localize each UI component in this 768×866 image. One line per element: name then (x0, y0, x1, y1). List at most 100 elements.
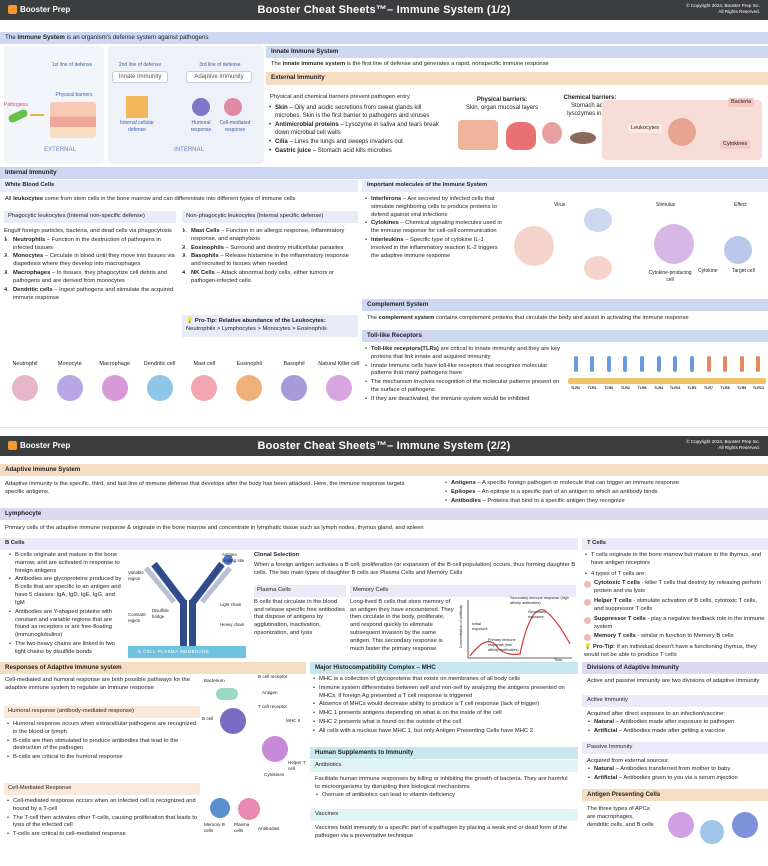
plasma-cell-image (238, 798, 260, 820)
disulfide-label: Disulfide bridge (152, 608, 169, 619)
tlr-receptor-icon (640, 356, 644, 372)
tlr-receptor-icon (573, 356, 578, 372)
lungs-image (506, 122, 536, 150)
tcell-type-term: Cytotoxic T cells (594, 580, 641, 587)
graph-primary-label: Primary immune response (low affinity an… (488, 638, 519, 653)
item-text: – Chemical signaling molecules used in t… (371, 220, 502, 235)
list-item: Toll-like receptors(TLRs) are critical t… (364, 346, 562, 362)
cell-name: Eosinophil (236, 361, 262, 367)
cell-image (56, 375, 83, 401)
divisions-header: Divisions of Adaptive Immunity (582, 662, 768, 675)
tlr-receptor-icon (590, 356, 595, 372)
cytokine-label: Cytokine (698, 268, 718, 274)
active-list: Natural – Antibodies made after exposure… (587, 719, 763, 736)
leukocyte-cell: Neutrophil (4, 361, 46, 421)
list-item: Epitopes – An epitope is a specific part… (444, 489, 764, 497)
bcells-content: B cells originate and mature in the bone… (8, 552, 126, 658)
list-item: Absence of MHCs would decrease ability t… (312, 701, 576, 709)
cell-name: Macrophage (99, 361, 130, 367)
cytokine-figure: Virus Stimulus Effect Cytokine Target ce… (508, 196, 766, 296)
internal-immunity-header: Internal Immunity (0, 167, 768, 180)
apc-figure (664, 804, 764, 858)
list-item: T-cells are critical to cell-mediated re… (6, 831, 200, 839)
tlr-label: TLR2 (571, 386, 580, 390)
response-curve (469, 609, 571, 657)
list-item: 3.Basophils – Release histamine in the i… (182, 253, 358, 269)
item-term: Artificial (594, 727, 618, 734)
cell-name: Mast cell (193, 361, 216, 367)
list-item: Interleukins – Specific type of cytokine… (364, 237, 504, 260)
item-text: – Antibodies given to you via a serum in… (617, 774, 738, 781)
tcell-type-item: Suppressor T cells - play a negative fee… (584, 616, 766, 632)
item-text: – Antibodies made after getting a vaccin… (617, 727, 725, 734)
lightbulb-icon: 💡 (186, 318, 194, 324)
wbc-text-bold: leukocytes (13, 196, 44, 202)
cell-image (281, 375, 308, 401)
antigen-binding-label: Antigen binding site (222, 552, 245, 563)
adaptive-text: Adaptive immunity is the specific, third… (5, 481, 405, 495)
non-phagocytic-content: 1.Mast Cells – Function in an allergic r… (182, 228, 358, 287)
mhc-content: MHC is a collection of glycoproteins tha… (312, 676, 576, 737)
passive-header: Passive Immunity (582, 742, 768, 754)
physical-barrier-caption: Physical barriers:Skin, organ mucosal la… (462, 96, 542, 112)
membrane-label: B CELL PLASMA MEMBRANE (138, 649, 210, 654)
plasma-fig-label: Plasma cells (234, 822, 250, 834)
external-intro: Physical and chemical barriers prevent p… (270, 94, 410, 100)
list-item: 4.Dendritic cells – Ingest pathogens and… (4, 287, 176, 303)
item-term: Toll-like receptors(TLRs) (371, 346, 439, 352)
item-text: – Surround and destroy multicellular par… (223, 244, 344, 251)
item-text: – Circulate in blood until they move int… (13, 253, 175, 268)
b-cell-apc-image (732, 812, 758, 838)
page-1-header-bar: Booster Prep Booster Cheat Sheets™– Immu… (0, 0, 768, 20)
innate-section: Innate Immune System The innate immune s… (266, 46, 768, 85)
arrow-icon (30, 114, 44, 116)
item-term: Neutrophils (13, 236, 46, 243)
item-text: If they are deactivated, the immune syst… (371, 395, 530, 402)
tlr-label: TLR2 (620, 386, 630, 390)
memory-header: Memory Cells (350, 585, 576, 597)
non-phagocytic-header: Non-phagocytic leukocytes (Internal spec… (182, 211, 358, 223)
target-cell-image (724, 236, 752, 264)
cell-name: Natural Killer cell (318, 361, 360, 367)
list-item: The T-cell then activates other T-cells,… (6, 815, 200, 831)
item-text: Innate Immune cells have toll-like recep… (371, 362, 548, 377)
tlr-receptor: TLR8 (718, 356, 733, 396)
cell-name: Monocyte (57, 361, 82, 367)
intro-text-bold: Immune System (17, 34, 65, 41)
cell-image (191, 375, 218, 401)
adaptive-terms: Antigens – A specific foreign pathogen o… (444, 480, 764, 506)
item-number: 1. (182, 228, 187, 234)
phys-text: Skin, organ mucosal layers (465, 105, 539, 112)
tlr-receptor: TLR13 (751, 356, 766, 396)
complement-header: Complement System (362, 299, 768, 312)
tcell-type-term: Memory T cells (594, 633, 636, 640)
membrane-image (568, 378, 766, 384)
bcells-list: B cells originate and mature in the bone… (8, 552, 126, 657)
bcr-label: B cell receptor (258, 674, 288, 679)
item-number: 4. (4, 286, 9, 293)
external-list: Skin – Oily and acidic secretions from s… (268, 104, 448, 156)
item-term: Antibodies (451, 497, 481, 504)
item-text: – Function in the destruction of pathoge… (13, 236, 161, 251)
list-item: Antigens – A specific foreign pathogen o… (444, 480, 764, 488)
adaptive-terms-list: Antigens – A specific foreign pathogen o… (444, 480, 764, 505)
passive-list: Natural – Antibodies transferred from mo… (587, 766, 763, 783)
tcr-label: T cell receptor (258, 704, 288, 709)
response-curve-svg (467, 600, 572, 659)
leukocyte-cell: Mast cell (183, 361, 225, 421)
phagocytic-intro: Engulf foreign particles, bacteria, and … (4, 228, 172, 234)
clonal-selection: Clonal Selection When a foreign antigen … (254, 552, 576, 577)
antibiotics-content: Facilitate human immune responses by kil… (310, 773, 578, 803)
apc-text: The three types of APCs are macrophages,… (587, 806, 654, 828)
item-term: Dendritic cells (13, 286, 53, 293)
stomach-image (542, 122, 562, 144)
memory-fig-label: Memory B cells (204, 822, 225, 834)
item-term: Artificial (594, 774, 618, 781)
antibiotics-item: Overuse of antibiotics can lead to vitam… (315, 792, 573, 800)
plasma-text: B cells that circulate in the blood and … (254, 598, 345, 637)
item-term: Natural (594, 718, 614, 725)
list-item: All cells with a nucleus have MHC 1, but… (312, 728, 576, 736)
cell-image (101, 375, 128, 401)
antibodies-fig-label: Antibodies (258, 826, 280, 831)
list-item: 2.Eosinophils – Surround and destroy mul… (182, 245, 358, 253)
